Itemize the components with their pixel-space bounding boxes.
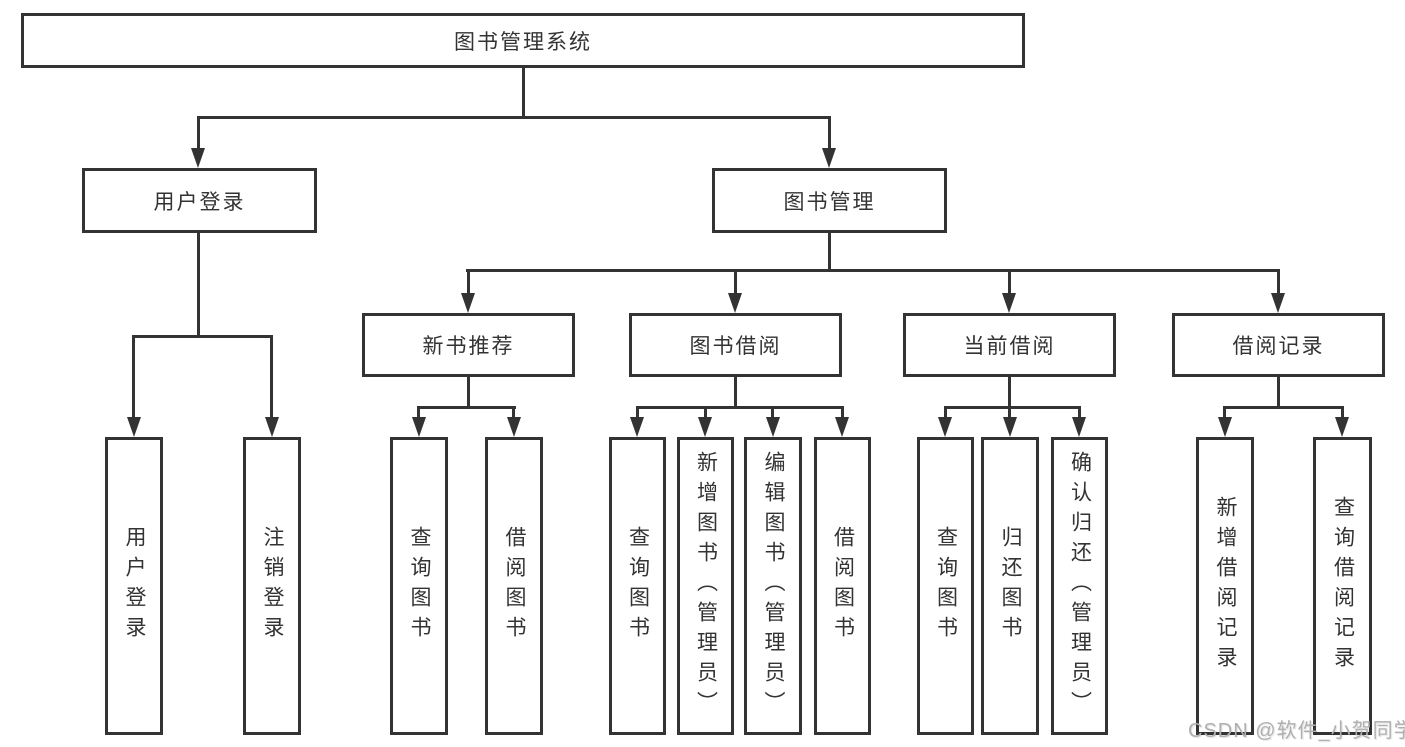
connector-line (197, 116, 831, 119)
node-user-login: 用户登录 (82, 168, 317, 233)
connector-line (734, 377, 737, 408)
node-new-book-recommend: 新书推荐 (362, 313, 575, 377)
node-logout-leaf: 注销登录 (243, 437, 301, 735)
node-book-management-system: 图书管理系统 (21, 13, 1025, 68)
node-bb-query-book: 查询图书 (609, 437, 666, 735)
connector-line (1277, 377, 1280, 408)
node-bb-edit-book-admin: 编辑图书（管理员） (744, 437, 802, 735)
arrow-down-icon (1271, 293, 1285, 313)
node-cb-confirm-return-admin: 确认归还（管理员） (1051, 437, 1108, 735)
watermark: CSDN @软件_小贺同学 (1188, 720, 1405, 742)
arrow-down-icon (698, 417, 712, 437)
arrow-down-icon (938, 417, 952, 437)
arrow-down-icon (191, 148, 205, 168)
connector-line (1223, 406, 1344, 409)
arrow-down-icon (412, 417, 426, 437)
connector-line (417, 408, 420, 417)
connector-line (467, 272, 470, 293)
connector-line (1223, 408, 1226, 417)
connector-line (944, 406, 1081, 409)
node-bb-borrow-book: 借阅图书 (814, 437, 871, 735)
connector-line (1078, 408, 1081, 417)
connector-line (1277, 272, 1280, 293)
connector-line (197, 233, 200, 337)
arrow-down-icon (766, 417, 780, 437)
node-user-login-leaf: 用户登录 (105, 437, 163, 735)
arrow-down-icon (1002, 293, 1016, 313)
connector-line (828, 118, 831, 148)
connector-line (417, 406, 516, 409)
arrow-down-icon (127, 417, 141, 437)
connector-line (1008, 272, 1011, 293)
connector-line (197, 118, 200, 148)
connector-line (512, 408, 515, 417)
connector-line (1008, 377, 1011, 408)
arrow-down-icon (265, 417, 279, 437)
arrow-down-icon (1335, 417, 1349, 437)
connector-line (636, 408, 639, 417)
connector-line (636, 406, 844, 409)
node-br-query-record: 查询借阅记录 (1313, 437, 1372, 735)
connector-line (704, 408, 707, 417)
connector-line (771, 408, 774, 417)
connector-line (467, 377, 470, 408)
node-nbr-borrow-book: 借阅图书 (485, 437, 543, 735)
connector-line (132, 337, 135, 417)
node-book-management: 图书管理 (712, 168, 947, 233)
connector-line (841, 408, 844, 417)
arrow-down-icon (630, 417, 644, 437)
arrow-down-icon (1218, 417, 1232, 437)
arrow-down-icon (1003, 417, 1017, 437)
connector-line (734, 272, 737, 293)
arrow-down-icon (507, 417, 521, 437)
node-borrowing-records: 借阅记录 (1172, 313, 1385, 377)
connector-line (132, 335, 273, 338)
connector-line (466, 269, 1280, 272)
connector-line (1008, 408, 1011, 417)
connector-line (828, 233, 831, 272)
node-book-borrowing: 图书借阅 (629, 313, 842, 377)
node-current-borrowing: 当前借阅 (903, 313, 1116, 377)
arrow-down-icon (835, 417, 849, 437)
arrow-down-icon (728, 293, 742, 313)
connector-line (1341, 408, 1344, 417)
node-br-add-record: 新增借阅记录 (1196, 437, 1254, 735)
connector-line (944, 408, 947, 417)
arrow-down-icon (822, 148, 836, 168)
arrow-down-icon (1072, 417, 1086, 437)
arrow-down-icon (461, 293, 475, 313)
node-cb-query-book: 查询图书 (917, 437, 974, 735)
node-cb-return-book: 归还图书 (981, 437, 1039, 735)
connector-line (522, 68, 525, 118)
connector-line (270, 337, 273, 417)
node-nbr-query-book: 查询图书 (390, 437, 448, 735)
node-bb-add-book-admin: 新增图书（管理员） (677, 437, 734, 735)
